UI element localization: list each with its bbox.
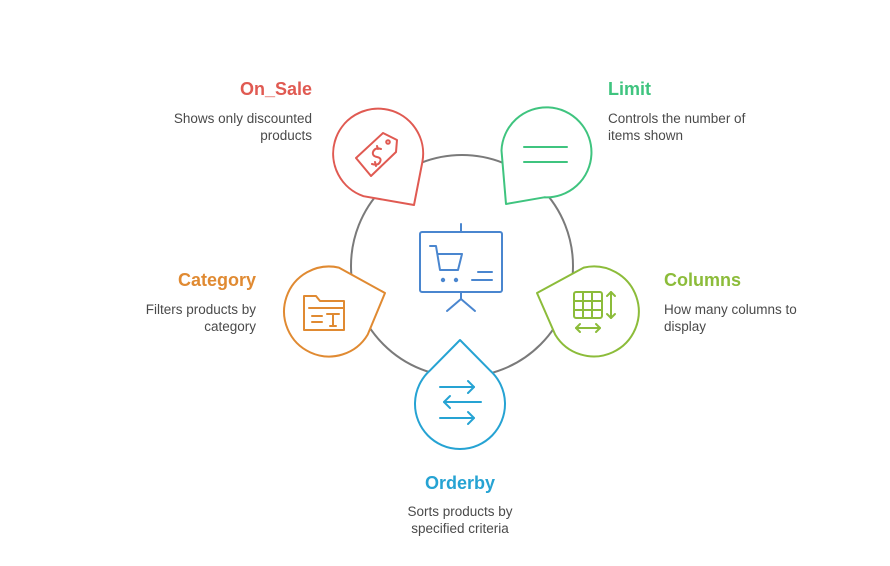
columns-description: How many columns to display xyxy=(664,301,844,335)
limit-desc-line1: Controls the number of xyxy=(608,111,746,126)
orderby-title: Orderby xyxy=(424,473,496,493)
category-desc-line1: Filters products by xyxy=(145,302,256,317)
folder-text-icon xyxy=(303,295,345,331)
on-sale-desc-line1: Shows only discounted xyxy=(173,111,312,126)
orderby-desc-line2: specified criteria xyxy=(411,521,509,536)
category-description: Filters products by category xyxy=(86,301,256,335)
orderby-node xyxy=(414,339,506,450)
orderby-description: Sorts products by specified criteria xyxy=(370,503,550,537)
limit-desc-line2: items shown xyxy=(608,128,684,143)
columns-desc-line2: display xyxy=(664,319,707,334)
price-tag-icon xyxy=(355,132,398,177)
columns-title: Columns xyxy=(664,270,742,290)
limit-title: Limit xyxy=(608,79,651,99)
cart-presentation-icon xyxy=(419,223,503,312)
category-title: Category xyxy=(177,270,256,290)
lines-icon xyxy=(523,146,568,163)
table-columns-icon xyxy=(573,291,616,333)
columns-desc-line1: How many columns to xyxy=(664,302,797,317)
on-sale-description: Shows only discounted products xyxy=(132,110,312,144)
category-desc-line2: category xyxy=(204,319,256,334)
category-node xyxy=(283,265,386,358)
limit-node xyxy=(500,106,593,205)
on-sale-desc-line2: products xyxy=(260,128,312,143)
on-sale-node xyxy=(332,107,425,206)
orderby-desc-line1: Sorts products by xyxy=(407,504,513,519)
limit-description: Controls the number of items shown xyxy=(608,110,798,144)
columns-node xyxy=(536,265,640,358)
on-sale-title: On_Sale xyxy=(239,79,312,99)
sort-arrows-icon xyxy=(439,380,482,425)
